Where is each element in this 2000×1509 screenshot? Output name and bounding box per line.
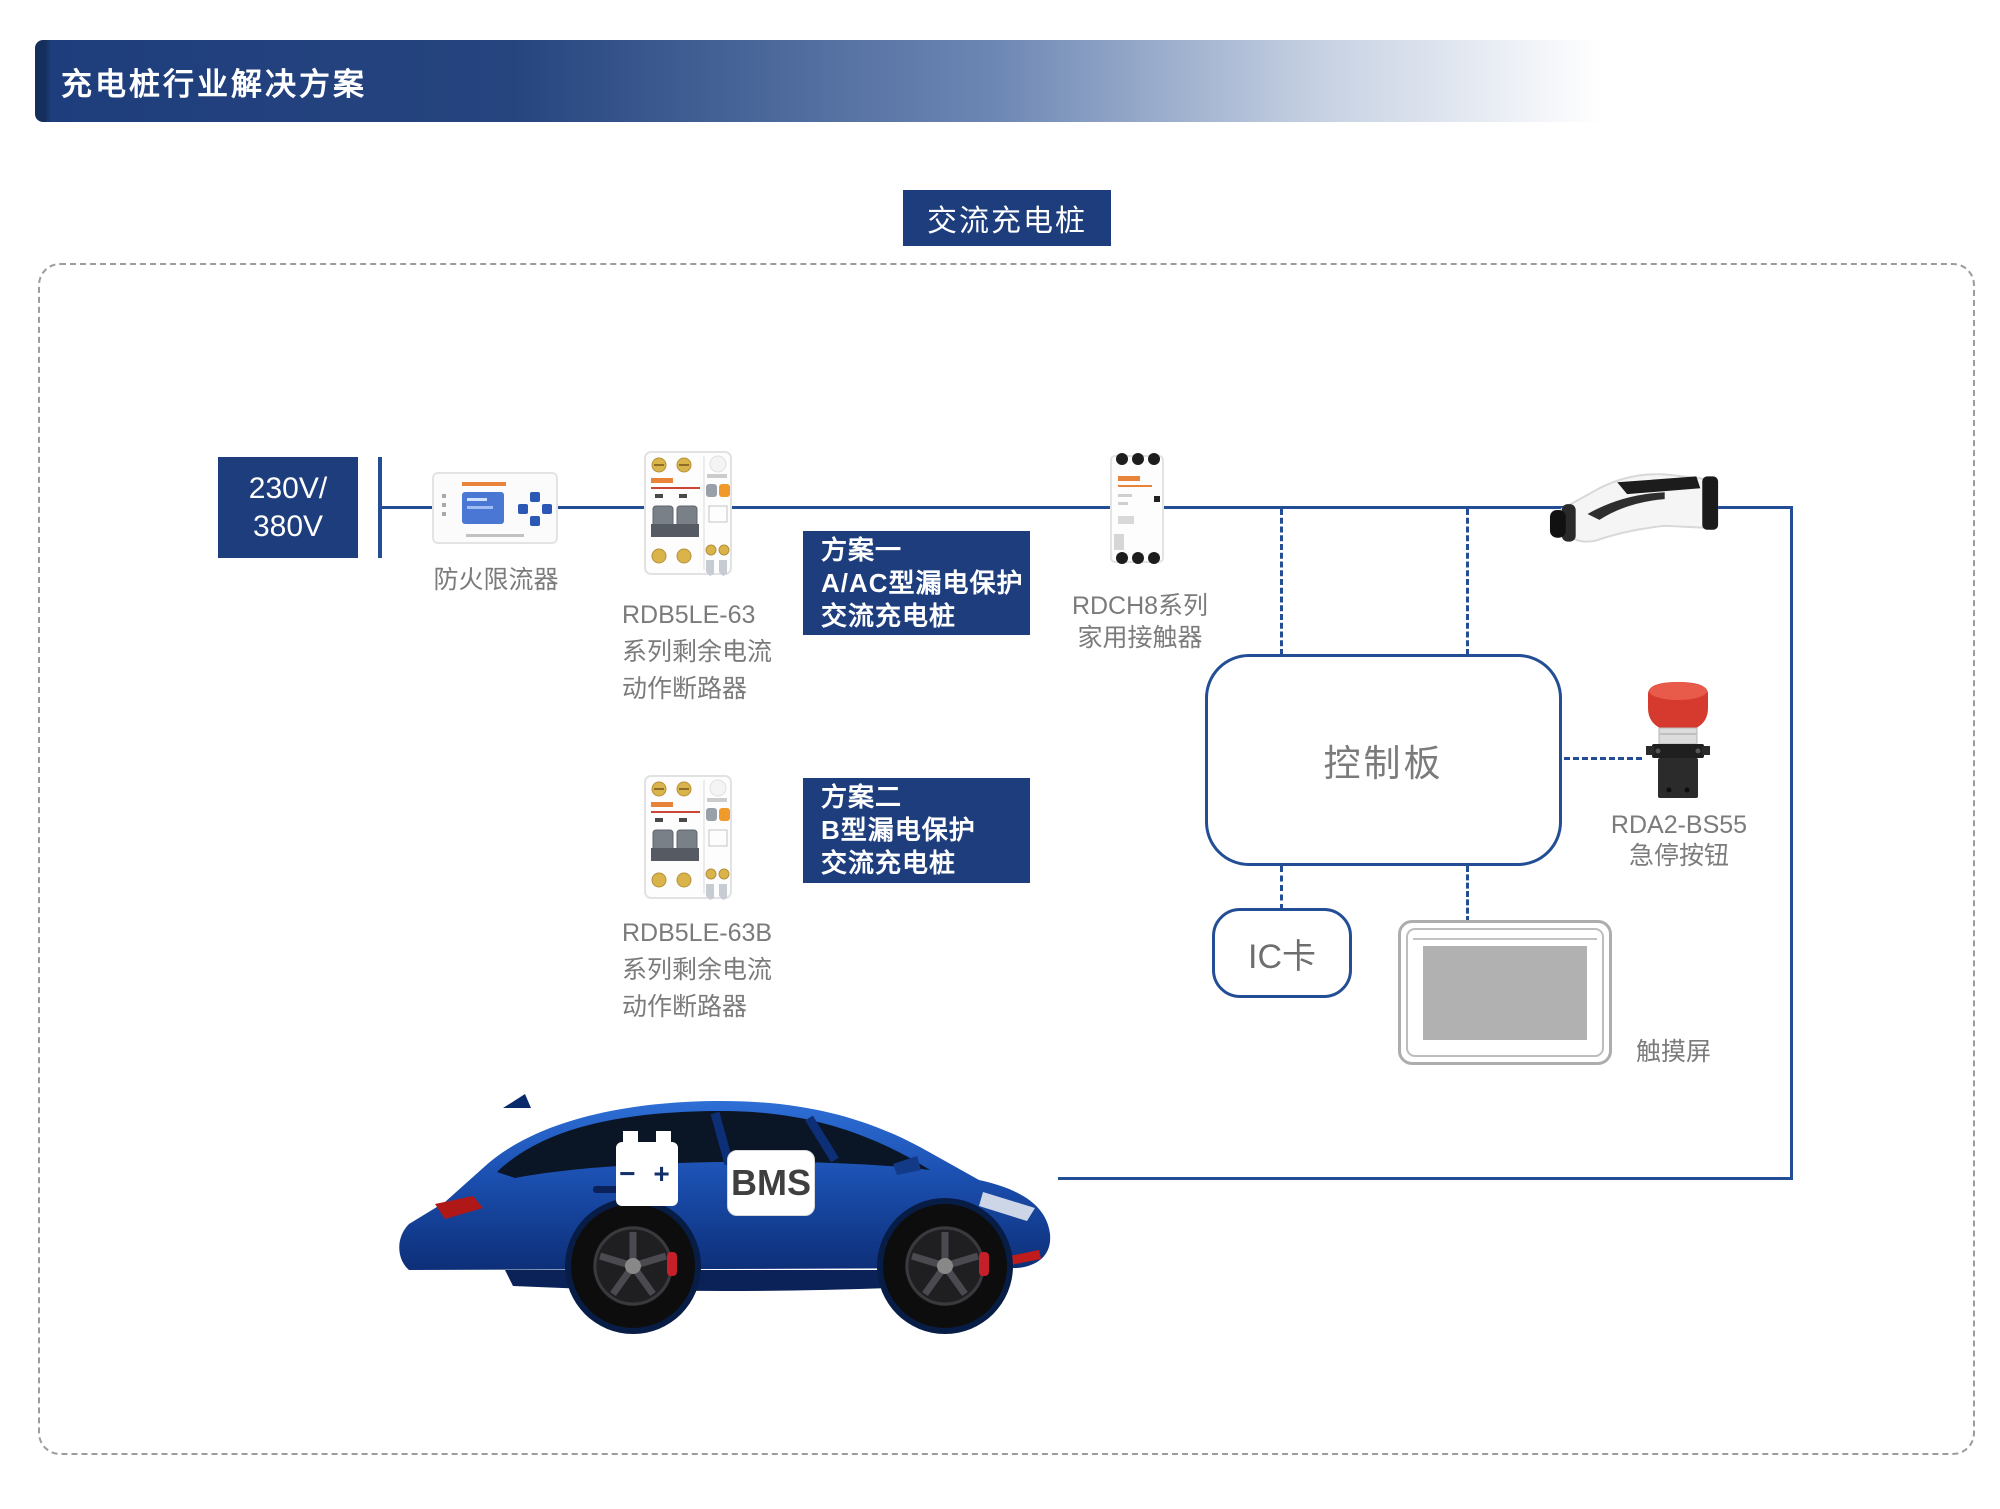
estop-button-image xyxy=(1646,682,1710,798)
ic-card-box: IC卡 xyxy=(1212,908,1352,998)
plan1-line1: 方案一 xyxy=(821,534,903,565)
diagram-title-badge: 交流充电桩 xyxy=(903,190,1111,246)
control-board-box: 控制板 xyxy=(1205,654,1562,866)
touch-screen-display xyxy=(1423,946,1587,1040)
plan1-box: 方案一 A/AC型漏电保护 交流充电桩 xyxy=(803,531,1030,635)
solution-container xyxy=(38,263,1975,1455)
plan2-line1: 方案二 xyxy=(821,782,903,812)
plan2-line2: B型漏电保护 xyxy=(821,815,976,845)
breaker-a-model: RDB5LE-63 xyxy=(622,601,756,629)
battery-terminal xyxy=(623,1131,638,1143)
header-banner: 充电桩行业解决方案 xyxy=(35,40,1635,122)
fire-limiter-key xyxy=(530,492,540,502)
fire-limiter-key xyxy=(530,516,540,526)
circuit-breaker-a-label: RDB5LE-63 系列剩余电流 动作断路器 xyxy=(622,597,772,708)
touch-screen-bezel xyxy=(1406,928,1604,1057)
contactor-desc: 家用接触器 xyxy=(1077,624,1203,652)
charging-gun-icon xyxy=(1549,473,1719,543)
vehicle-feed-line xyxy=(1058,1177,1793,1180)
estop-desc: 急停按钮 xyxy=(1628,842,1729,870)
fire-limiter-label-strip xyxy=(466,534,524,537)
fire-limiter-lcd xyxy=(462,492,504,524)
dashed-link-controlboard-to-estop xyxy=(1564,757,1642,760)
right-bus-line xyxy=(1790,506,1793,1180)
power-voltage-line1: 230V/ xyxy=(248,471,328,505)
breaker-a-desc1: 系列剩余电流 xyxy=(622,638,773,666)
contactor-model: RDCH8系列 xyxy=(1071,592,1209,620)
breaker-a-desc2: 动作断路器 xyxy=(622,675,748,703)
plan1-line3: 交流充电桩 xyxy=(821,600,957,631)
breaker-b-desc1: 系列剩余电流 xyxy=(622,956,773,984)
control-board-label: 控制板 xyxy=(1323,743,1444,784)
plan1-line2: A/AC型漏电保护 xyxy=(821,567,1024,598)
plan2-line3: 交流充电桩 xyxy=(821,848,957,878)
fire-limiter-label: 防火限流器 xyxy=(433,566,559,594)
power-voltage-line2: 380V xyxy=(252,509,324,543)
touch-screen-topline xyxy=(1413,938,1597,940)
battery-terminal xyxy=(656,1131,671,1143)
fire-limiter-terminals xyxy=(442,494,446,520)
breaker-b-model: RDB5LE-63B xyxy=(622,919,773,947)
dashed-link-controlboard-to-touchscreen xyxy=(1466,866,1469,922)
fire-limiter-image xyxy=(432,472,558,544)
car-image xyxy=(399,1094,1051,1334)
battery-symbol: − + xyxy=(619,1158,675,1189)
dashed-link-bus-to-controlboard-right xyxy=(1466,509,1469,655)
circuit-breaker-b-image xyxy=(644,775,732,900)
breaker-b-desc2: 动作断路器 xyxy=(622,993,748,1021)
touch-screen-label: 触摸屏 xyxy=(1636,1038,1712,1066)
circuit-breaker-a-image xyxy=(644,451,732,576)
battery-icon: − + xyxy=(616,1131,678,1206)
main-bus-line xyxy=(380,506,1793,509)
contactor-image xyxy=(1110,453,1164,564)
bms-label: BMS xyxy=(731,1162,811,1203)
circuit-breaker-b-label: RDB5LE-63B 系列剩余电流 动作断路器 xyxy=(622,915,772,1026)
bms-badge: BMS xyxy=(727,1150,815,1216)
contactor-label: RDCH8系列 家用接触器 xyxy=(1068,590,1212,654)
ic-card-label: IC卡 xyxy=(1248,937,1316,976)
estop-model: RDA2-BS55 xyxy=(1610,811,1748,839)
fire-limiter-brand-stripe xyxy=(462,482,506,486)
dashed-link-controlboard-to-iccard xyxy=(1280,866,1283,910)
page-title: 充电桩行业解决方案 xyxy=(61,66,367,102)
dashed-link-bus-to-controlboard-left xyxy=(1280,509,1283,655)
estop-label: RDA2-BS55 急停按钮 xyxy=(1604,810,1754,872)
touch-screen-image xyxy=(1398,920,1612,1065)
plan2-box: 方案二 B型漏电保护 交流充电桩 xyxy=(803,778,1030,883)
power-source-box: 230V/ 380V xyxy=(218,457,358,558)
fire-limiter-key xyxy=(518,504,528,514)
fire-limiter-key xyxy=(542,504,552,514)
